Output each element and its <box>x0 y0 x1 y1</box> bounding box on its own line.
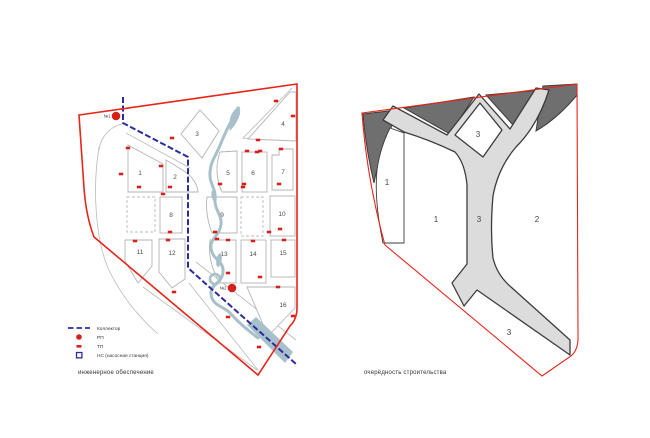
site-boundary <box>78 83 298 377</box>
zone-label: 1 <box>385 178 390 187</box>
zone-label: 1 <box>434 215 439 224</box>
tp-marker <box>167 230 173 234</box>
tp-marker <box>132 239 138 243</box>
tp-marker <box>255 138 261 142</box>
zone1-strip <box>375 127 405 244</box>
block-number: 3 <box>195 131 199 138</box>
block-number: 12 <box>168 250 176 257</box>
tp-marker <box>240 185 246 189</box>
block-number: 4 <box>281 121 285 128</box>
tp-marker <box>277 227 283 231</box>
tp-marker <box>281 238 287 242</box>
block-number: 2 <box>173 174 177 181</box>
rp-marker-label: №2 <box>220 285 227 290</box>
tp-marker <box>125 146 131 150</box>
rp-markers: №1 №2 <box>104 111 237 293</box>
left-caption: инженерное обеспечение <box>78 370 154 376</box>
legend: Коллектор РП ТП НС (насосная станция) <box>68 326 149 359</box>
tp-marker <box>158 164 164 168</box>
site-boundary <box>361 83 579 377</box>
tp-marker <box>171 290 177 294</box>
zone-label: 3 <box>476 130 481 139</box>
tp-marker <box>290 314 296 318</box>
rp-marker-label: №1 <box>104 113 111 118</box>
block-number: 11 <box>137 249 144 256</box>
tp-marker <box>250 239 256 243</box>
legend-label-tp: ТП <box>97 344 104 350</box>
block-number: 13 <box>220 251 228 258</box>
tp-marker <box>257 275 263 279</box>
block-number: 7 <box>281 169 285 176</box>
tp-marker <box>244 149 250 153</box>
tp-marker <box>169 136 175 140</box>
block-number: 6 <box>251 170 255 177</box>
ns-square-symbol <box>75 351 83 359</box>
legend-label-collector: Коллектор <box>97 326 121 332</box>
legend-label-ns: НС (насосная станция) <box>97 353 149 359</box>
tp-marker <box>214 237 220 241</box>
block-number: 14 <box>249 251 257 258</box>
tp-marker <box>257 149 263 153</box>
collector-line <box>122 97 297 365</box>
dashed-reserve-blocks <box>126 196 264 237</box>
tp-marker <box>225 271 231 275</box>
tp-marker <box>217 182 223 186</box>
tp-marker <box>276 182 282 186</box>
tp-marker <box>136 185 142 189</box>
tp-marker <box>160 192 166 196</box>
right-caption: очерёдность строительства <box>364 370 447 376</box>
rp-dot-symbol <box>76 334 82 340</box>
block-number: 16 <box>279 302 287 309</box>
tp-marker <box>225 315 231 319</box>
zone-label: 3 <box>507 328 512 337</box>
tp-marker <box>165 238 171 242</box>
block-number: 1 <box>138 170 142 177</box>
tp-rect-symbol <box>76 345 82 348</box>
block-number: 5 <box>226 170 230 177</box>
parcel-blocks <box>124 91 297 337</box>
block-number: 9 <box>220 212 224 219</box>
rp-marker <box>227 283 237 293</box>
tp-markers <box>118 99 296 349</box>
block-number: 10 <box>278 211 286 218</box>
block-number: 8 <box>169 212 173 219</box>
tp-marker <box>167 185 173 189</box>
tp-marker <box>273 99 279 103</box>
tp-marker <box>256 345 262 349</box>
block-number: 15 <box>279 250 287 257</box>
zone-label: 3 <box>477 215 482 224</box>
legend-label-rp: РП <box>97 335 104 341</box>
tp-marker <box>225 238 231 242</box>
tp-marker <box>278 147 284 151</box>
tp-marker <box>290 114 296 118</box>
tp-marker <box>241 182 247 186</box>
tp-marker <box>254 150 260 154</box>
tp-marker <box>266 230 272 234</box>
zone-labels: 1 3 1 3 2 3 <box>385 130 540 337</box>
tp-marker <box>118 172 124 176</box>
rp-marker <box>111 111 121 121</box>
tp-marker <box>275 285 281 289</box>
corridor-area <box>382 87 571 356</box>
zone-label: 2 <box>535 215 540 224</box>
construction-phasing-plan: 1 3 1 3 2 3 очерёдность строительства <box>361 83 579 377</box>
tp-marker <box>212 230 218 234</box>
